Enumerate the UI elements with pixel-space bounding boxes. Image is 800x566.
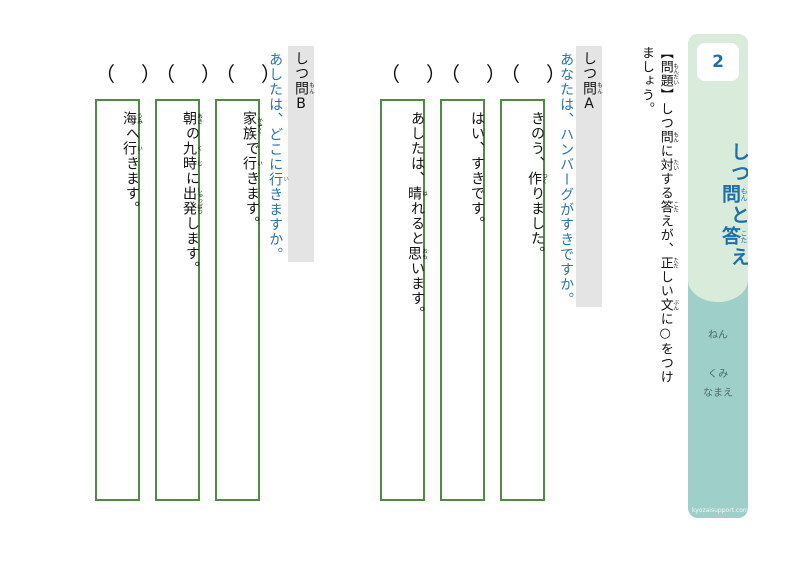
choice-text-b-1: 家族かぞくで行いきます。 xyxy=(241,111,262,231)
choice-checkbox-paren-a-3[interactable]: （ ） xyxy=(380,62,449,86)
worksheet-number-badge: 2 xyxy=(697,43,739,81)
choice-text-a-1: きのう、作つくりました。 xyxy=(526,111,547,261)
question-a-text: あなたは、ハンバーグがすきですか。 xyxy=(558,52,575,307)
choice-text-a-2: はい、すきです。 xyxy=(469,111,485,231)
choice-box-b-1[interactable]: 家族かぞくで行いきます。 xyxy=(215,99,262,501)
question-b-label: しつ問もんB xyxy=(288,46,314,262)
question-b-text: あしたは、どこに行いきますか。 xyxy=(267,52,289,262)
choice-box-a-3[interactable]: あしたは、晴はれると思おもいます。 xyxy=(380,99,427,501)
question-b-header: しつ問もんB あしたは、どこに行いきますか。 xyxy=(267,46,314,262)
choice-checkbox-paren-b-2[interactable]: （ ） xyxy=(155,62,224,86)
worksheet-title: しつ問もんと答こたえ xyxy=(719,142,748,268)
field-label-year[interactable]: ねん xyxy=(708,330,728,341)
field-label-class[interactable]: くみ xyxy=(707,369,729,380)
choice-box-b-2[interactable]: 朝あさの九く時じに出発しゅっぱつします。 xyxy=(155,99,202,501)
choice-box-a-1[interactable]: きのう、作つくりました。 xyxy=(500,99,547,501)
choice-box-b-3[interactable]: 海うみへ行いきます。 xyxy=(95,99,142,501)
choice-checkbox-paren-b-3[interactable]: （ ） xyxy=(95,62,164,86)
question-a-label: しつ問もんA xyxy=(576,46,602,307)
site-watermark: kyozaisupport.com xyxy=(692,507,748,514)
choice-text-a-3: あしたは、晴はれると思おもいます。 xyxy=(406,111,427,321)
student-info-fields: ねん くみ なまえ xyxy=(688,326,748,403)
question-a-header: しつ問もんA あなたは、ハンバーグがすきですか。 xyxy=(558,46,602,307)
choice-checkbox-paren-a-2[interactable]: （ ） xyxy=(440,62,509,86)
choice-text-b-3: 海うみへ行いきます。 xyxy=(121,111,142,216)
choice-text-b-2: 朝あさの九く時じに出発しゅっぱつします。 xyxy=(181,111,202,276)
instruction-text: 【問題もんだい】しつ問もんに対たいする答こたえが、正ただしい文ぶんに○をつけまし… xyxy=(638,46,679,384)
sidebar: 2 しつ問もんと答こたえ ねん くみ なまえ kyozaisupport.com xyxy=(688,34,748,518)
field-label-name[interactable]: なまえ xyxy=(703,388,733,399)
choice-box-a-2[interactable]: はい、すきです。 xyxy=(440,99,485,501)
